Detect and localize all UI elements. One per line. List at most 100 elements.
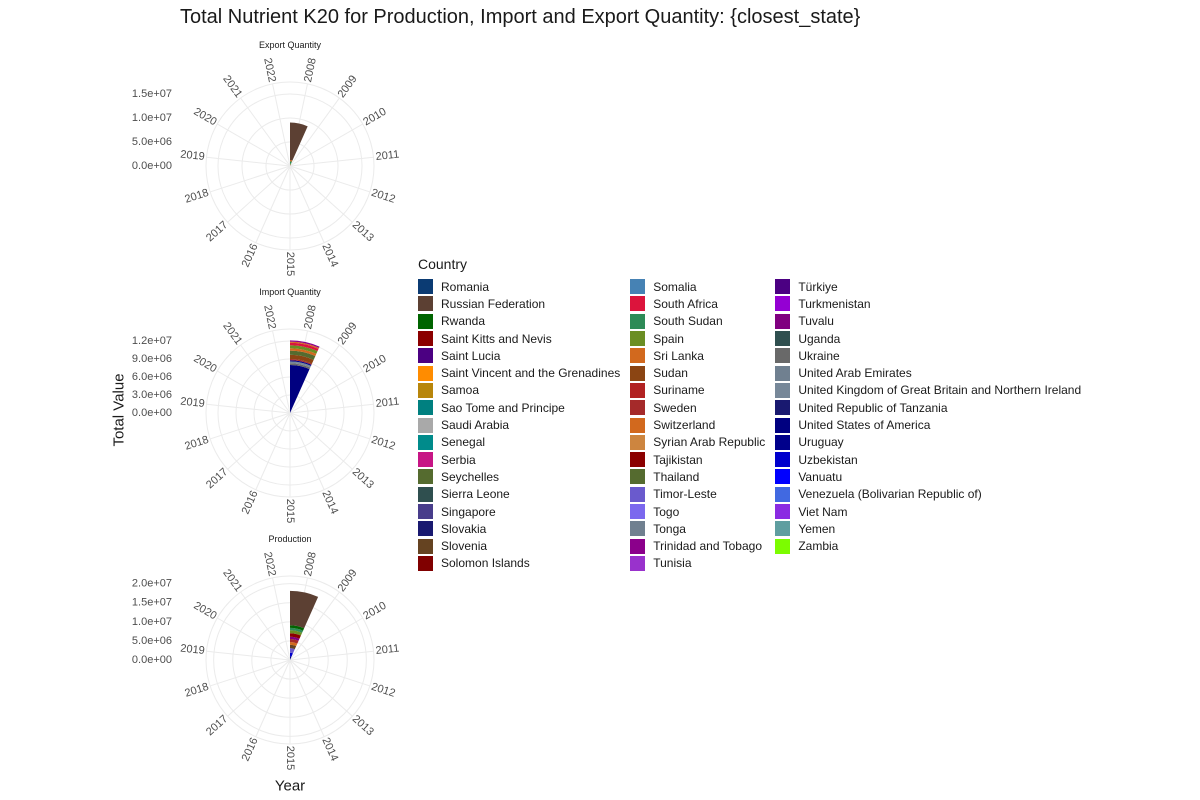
legend-item: United Republic of Tanzania: [775, 399, 1081, 416]
legend-swatch: [775, 365, 791, 381]
angular-gridline: [289, 165, 371, 193]
legend-label: Saint Vincent and the Grenadines: [441, 366, 621, 381]
angular-gridline: [289, 97, 340, 167]
legend-item: Seychelles: [418, 468, 620, 485]
polar-panel-export: Export Quantity2008200920102011201220132…: [132, 40, 400, 276]
legend-swatch: [418, 434, 433, 450]
chart-title: Total Nutrient K20 for Production, Impor…: [180, 6, 861, 28]
legend-label: Togo: [653, 504, 680, 519]
x-tick-label: 2009: [336, 320, 360, 347]
legend-label: Yemen: [798, 521, 836, 536]
x-tick-label: 2015: [284, 746, 296, 770]
bar-segment: [290, 636, 300, 641]
legend-swatch: [775, 348, 791, 364]
x-tick-label: 2017: [204, 219, 230, 244]
angular-gridline: [217, 370, 291, 414]
bar-segment: [290, 363, 311, 370]
x-tick-label: 2019: [180, 149, 206, 163]
legend-label: United Republic of Tanzania: [798, 400, 948, 415]
angular-gridline: [289, 344, 340, 414]
y-tick-label: 0.0e+00: [132, 654, 172, 666]
legend-item: Turkmenistan: [775, 295, 1081, 312]
x-tick-label: 2020: [192, 106, 219, 129]
x-tick-label: 2017: [204, 466, 230, 491]
x-tick-label: 2010: [361, 600, 388, 623]
x-tick-label: 2022: [261, 551, 278, 577]
bar-segment: [290, 342, 319, 352]
x-tick-label: 2009: [336, 567, 360, 594]
legend-label: United Kingdom of Great Britain and Nort…: [798, 383, 1082, 398]
legend-item: Samoa: [418, 382, 620, 399]
legend-title: Country: [418, 256, 468, 272]
legend-swatch: [630, 486, 646, 502]
x-tick-label: 2008: [302, 551, 319, 577]
panel-strip-label: Production: [268, 534, 311, 544]
y-tick-label: 2.0e+07: [132, 578, 172, 590]
x-tick-label: 2022: [261, 304, 278, 330]
angular-gridline: [255, 412, 291, 490]
legend-label: Tonga: [653, 521, 686, 536]
x-tick-label: 2013: [350, 219, 376, 244]
x-tick-label: 2021: [220, 320, 244, 347]
legend-item: Solomon Islands: [418, 555, 620, 572]
x-tick-label: 2021: [220, 73, 244, 100]
x-tick-label: 2019: [180, 396, 206, 410]
bar-segment: [290, 630, 303, 636]
legend-swatch: [630, 504, 646, 519]
angular-gridline: [227, 165, 291, 223]
legend-swatch: [630, 555, 646, 571]
angular-gridline: [289, 591, 340, 661]
x-tick-label: 2013: [350, 466, 376, 491]
bar-segment: [290, 161, 292, 164]
legend-swatch: [775, 452, 791, 468]
y-tick-label: 1.0e+07: [132, 616, 172, 628]
angular-gridline: [289, 165, 325, 243]
angular-gridline: [227, 659, 291, 717]
x-tick-label: 2016: [240, 736, 261, 763]
angular-gridline: [289, 412, 371, 440]
legend-label: Russian Federation: [441, 296, 546, 311]
x-tick-label: 2010: [361, 106, 388, 129]
legend-swatch: [418, 400, 433, 416]
bar-segment: [290, 341, 320, 349]
bar-segment: [290, 361, 311, 368]
legend-item: Spain: [630, 330, 765, 347]
y-tick-label: 1.2e+07: [132, 335, 172, 347]
angular-gridline: [255, 165, 291, 243]
x-tick-label: 2018: [183, 434, 210, 453]
legend-swatch: [630, 400, 646, 416]
legend-label: Sweden: [653, 400, 697, 415]
legend-item: Sao Tome and Principe: [418, 399, 620, 416]
legend-label: Saint Kitts and Nevis: [441, 331, 552, 346]
legend-label: Slovenia: [441, 539, 488, 554]
legend-swatch: [630, 296, 646, 312]
legend-label: Saudi Arabia: [441, 418, 510, 433]
angular-gridline: [272, 83, 291, 167]
legend-item: Switzerland: [630, 416, 765, 433]
polar-panel-production: Production200820092010201120122013201420…: [132, 534, 400, 770]
x-tick-label: 2011: [375, 396, 400, 410]
legend-swatch: [418, 296, 433, 312]
legend-swatch: [418, 348, 433, 364]
legend-label: Singapore: [441, 504, 496, 519]
legend-item: Vanuatu: [775, 468, 1081, 485]
legend-swatch: [418, 469, 433, 485]
legend-swatch: [775, 521, 791, 537]
legend-item: Uruguay: [775, 434, 1081, 451]
legend-swatch: [630, 331, 646, 347]
x-tick-label: 2008: [302, 57, 319, 83]
legend-label: Senegal: [441, 435, 486, 450]
x-tick-label: 2011: [375, 149, 400, 163]
legend-item: Zambia: [775, 537, 1081, 554]
legend-item: Sierra Leone: [418, 486, 620, 503]
bar-segment: [290, 652, 293, 657]
legend-item: Rwanda: [418, 313, 620, 330]
angular-gridline: [289, 370, 363, 414]
legend-label: Tuvalu: [798, 314, 834, 329]
legend-swatch: [630, 279, 646, 295]
legend-swatch: [418, 331, 433, 347]
angular-gridline: [240, 591, 291, 661]
legend-label: Tajikistan: [653, 452, 703, 467]
x-tick-label: 2020: [192, 353, 219, 376]
